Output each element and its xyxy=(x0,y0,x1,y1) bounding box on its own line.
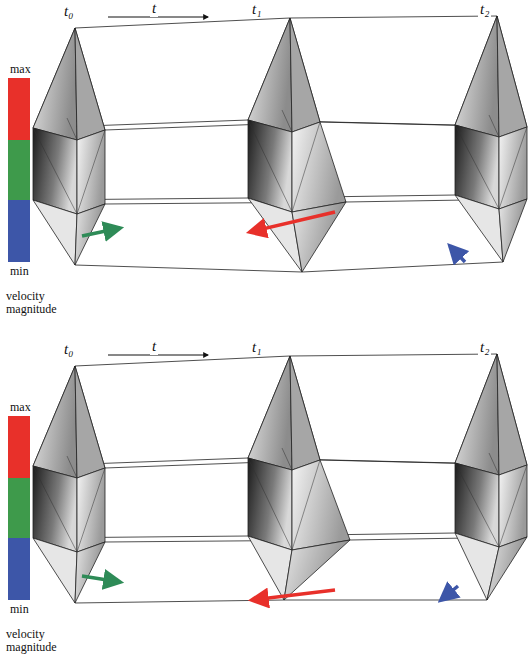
polyhedron-face xyxy=(497,354,527,475)
polyhedron-edge xyxy=(33,466,77,552)
polyhedron-face xyxy=(292,460,350,550)
polyhedron-face xyxy=(75,366,105,478)
polyhedron-face xyxy=(248,18,292,132)
polyhedron xyxy=(455,16,527,262)
vertex-track xyxy=(290,16,497,18)
polyhedron-face xyxy=(497,16,527,137)
polyhedron-face xyxy=(292,202,346,272)
velocity-arrow xyxy=(82,576,120,582)
velocity-arrow xyxy=(450,246,465,262)
color-bar-swatch xyxy=(8,78,30,140)
polyhedron-face xyxy=(33,128,77,214)
polyhedron-face xyxy=(292,122,346,212)
legend-label: min xyxy=(10,603,29,616)
polyhedron-edge xyxy=(499,465,527,547)
legend-label: max xyxy=(10,63,31,76)
polyhedron-face xyxy=(499,199,527,262)
polyhedron-edge xyxy=(499,127,527,209)
polyhedron-face xyxy=(455,125,499,209)
legend-label: min xyxy=(10,265,29,278)
polyhedron-face xyxy=(33,366,77,478)
legend-label: max xyxy=(10,401,31,414)
time-label: t₂ xyxy=(478,339,491,356)
time-label: t₀ xyxy=(62,341,75,358)
polyhedron-panel xyxy=(8,16,527,272)
polyhedron-face xyxy=(33,28,77,140)
polyhedron-edge xyxy=(292,122,320,212)
polyhedron-face xyxy=(455,16,499,137)
color-bar-middle xyxy=(8,140,30,200)
polyhedron-edge xyxy=(292,460,320,550)
legend-title: velocity magnitude xyxy=(4,290,70,316)
legend-title: velocity magnitude xyxy=(4,628,70,654)
polyhedron-face xyxy=(290,18,320,132)
vertex-track xyxy=(290,354,497,356)
time-arrow xyxy=(108,17,208,18)
velocity-arrow xyxy=(250,212,335,232)
color-bar-swatch xyxy=(8,200,30,262)
polyhedron-face xyxy=(33,200,77,265)
polyhedron-face xyxy=(487,537,527,600)
polyhedron-edge xyxy=(67,456,77,478)
time-label: t xyxy=(150,0,158,17)
color-bar-swatch xyxy=(8,416,30,478)
polyhedron-face xyxy=(248,356,292,470)
time-label: t xyxy=(150,338,158,355)
velocity-arrow xyxy=(252,590,335,600)
polyhedron-face xyxy=(248,458,292,550)
polyhedron-face xyxy=(248,198,302,272)
polyhedron xyxy=(455,354,527,600)
polyhedron-face xyxy=(75,28,105,140)
time-label: t₁ xyxy=(250,1,263,18)
vertex-track xyxy=(284,600,487,601)
vertex-track xyxy=(75,265,302,272)
polyhedron-face xyxy=(77,468,105,552)
color-bar-swatch xyxy=(8,538,30,600)
vertex-track xyxy=(75,18,290,28)
polyhedron-face xyxy=(248,120,292,212)
polyhedron-face xyxy=(33,538,77,603)
polyhedron xyxy=(33,28,105,265)
velocity-arrow xyxy=(82,228,120,236)
polyhedron-face xyxy=(499,465,527,547)
polyhedron-edge xyxy=(248,458,292,550)
polyhedron-face xyxy=(455,195,503,262)
polyhedron-face xyxy=(33,466,77,552)
polyhedron xyxy=(33,366,105,603)
polyhedron xyxy=(248,18,346,272)
polyhedron-edge xyxy=(282,448,292,470)
polyhedron-edge xyxy=(77,130,105,214)
vertex-track xyxy=(302,262,503,272)
color-bar-middle xyxy=(8,478,30,538)
time-label: t₁ xyxy=(250,339,263,356)
polyhedron-edge xyxy=(455,463,499,547)
polyhedron-edge xyxy=(248,120,292,212)
vertex-track xyxy=(75,356,290,366)
polyhedron-face xyxy=(499,127,527,209)
polyhedron-face xyxy=(77,130,105,214)
time-label: t₂ xyxy=(478,1,491,18)
polyhedron-edge xyxy=(33,128,77,214)
polyhedron-edge xyxy=(67,118,77,140)
polyhedron-face xyxy=(455,354,499,475)
polyhedron-edge xyxy=(455,125,499,209)
time-arrow xyxy=(108,355,208,356)
polyhedron-face xyxy=(455,463,499,547)
polyhedron-panel xyxy=(8,354,527,603)
polyhedron-face xyxy=(290,356,320,470)
time-label: t₀ xyxy=(62,3,75,20)
polyhedron-edge xyxy=(282,110,292,132)
velocity-arrow xyxy=(441,586,458,600)
polyhedron-edge xyxy=(489,115,499,137)
polyhedron-edge xyxy=(77,468,105,552)
polyhedron-face xyxy=(75,542,105,603)
polyhedron xyxy=(248,356,350,600)
polyhedron-edge xyxy=(489,453,499,475)
